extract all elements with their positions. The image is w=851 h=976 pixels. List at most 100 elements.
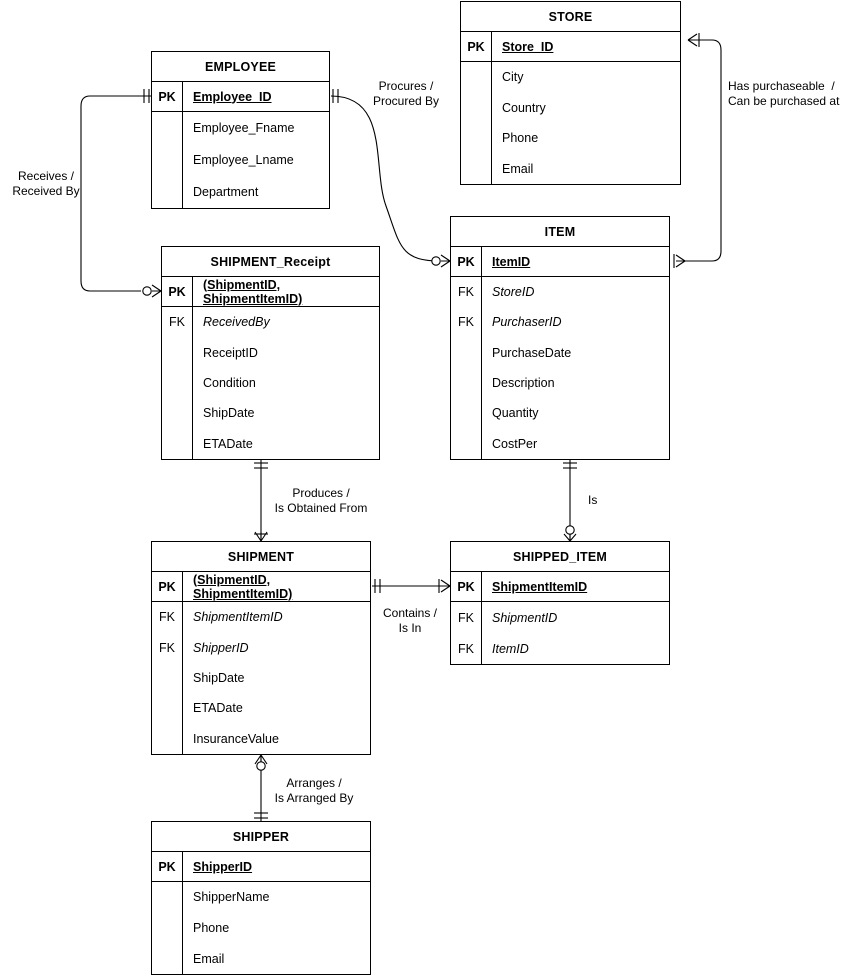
- relationship-label-contains: Contains /Is In: [368, 606, 452, 636]
- entity-title: EMPLOYEE: [152, 52, 329, 82]
- attribute-row: Email: [461, 153, 680, 185]
- fk-marker: FK: [458, 315, 474, 330]
- primary-key-row: PK(ShipmentID, ShipmentItemID): [152, 572, 370, 602]
- relationship-label-line1: Contains /: [382, 606, 438, 620]
- entity-title: ITEM: [451, 217, 669, 247]
- attribute-row: ShipDate: [162, 398, 379, 429]
- attribute-name: PurchaseDate: [481, 337, 669, 368]
- entity-title: STORE: [461, 2, 680, 32]
- attribute-row: Country: [461, 92, 680, 123]
- attribute-name: Employee_Fname: [182, 112, 329, 144]
- relationship-label-line2: Received By: [12, 184, 80, 198]
- attribute-key-blank: [152, 943, 182, 974]
- attribute-name: Email: [491, 153, 680, 184]
- relationship-label-line2: Is Arranged By: [274, 791, 354, 805]
- attribute-row: FK ShipmentItemID: [152, 602, 370, 633]
- entity-title: SHIPPER: [152, 822, 370, 852]
- attribute-name: ShipDate: [182, 662, 370, 694]
- attribute-name: ReceivedBy: [192, 307, 379, 338]
- attribute-name: ETADate: [192, 428, 379, 459]
- attribute-name: Phone: [491, 123, 680, 154]
- pk-attribute-name: (ShipmentID, ShipmentItemID): [182, 572, 370, 601]
- attribute-key-blank: [451, 368, 481, 398]
- fk-marker: FK: [159, 610, 175, 625]
- pk-marker: PK: [457, 254, 475, 269]
- attribute-name: StoreID: [481, 277, 669, 308]
- relationship-label-receives: Receives /Received By: [6, 169, 86, 199]
- entity-title: SHIPMENT_Receipt: [162, 247, 379, 277]
- attribute-name: ETADate: [182, 693, 370, 724]
- attribute-name: ShipperName: [182, 882, 370, 913]
- attribute-row: City: [461, 62, 680, 93]
- fk-marker: FK: [159, 640, 175, 655]
- attribute-name: Condition: [192, 367, 379, 399]
- pk-attribute-name: (ShipmentID, ShipmentItemID): [192, 277, 379, 306]
- attribute-key-blank: [152, 724, 182, 754]
- attribute-row: Quantity: [451, 398, 669, 429]
- attribute-name: ShipperID: [182, 632, 370, 663]
- pk-marker: PK: [158, 859, 176, 874]
- attribute-row: ReceiptID: [162, 337, 379, 368]
- attribute-name: Phone: [182, 912, 370, 944]
- attribute-row: CostPer: [451, 428, 669, 459]
- attribute-row: Phone: [152, 912, 370, 944]
- attribute-key-blank: [451, 429, 481, 459]
- relationship-label-procures: Procures /Procured By: [360, 79, 452, 109]
- attribute-name: PurchaserID: [481, 307, 669, 338]
- attribute-key-blank: [162, 368, 192, 398]
- relationship-label-line2: Can be purchased at: [728, 94, 840, 108]
- attribute-row: Phone: [461, 123, 680, 154]
- fk-marker: FK: [458, 285, 474, 300]
- attribute-key-blank: [152, 882, 182, 913]
- relationship-label-has-purchaseable: Has purchaseable /Can be purchased at: [728, 79, 848, 109]
- attribute-row: Employee_Lname: [152, 144, 329, 176]
- attribute-key-blank: [152, 663, 182, 693]
- fk-marker: FK: [458, 641, 474, 656]
- attribute-row: ShipDate: [152, 662, 370, 694]
- connector-produces: [254, 460, 268, 542]
- attribute-row: ETADate: [162, 428, 379, 459]
- relationship-label-line1: Produces /: [292, 486, 350, 500]
- relationship-label-line1: Has purchaseable /: [728, 79, 835, 93]
- connector-arranges: [254, 754, 268, 821]
- relationship-label-line2: Is Obtained From: [274, 501, 368, 515]
- attribute-name: ItemID: [481, 633, 669, 664]
- pk-marker: PK: [168, 284, 186, 299]
- attribute-name: City: [491, 62, 680, 93]
- attribute-name: Country: [491, 92, 680, 123]
- attribute-row: Employee_Fname: [152, 112, 329, 144]
- connector-procures: [330, 89, 451, 268]
- fk-marker: FK: [458, 610, 474, 625]
- attribute-name: InsuranceValue: [182, 723, 370, 754]
- attribute-key-blank: [461, 154, 491, 185]
- attribute-key-blank: [152, 913, 182, 944]
- attribute-key-blank: [461, 123, 491, 154]
- attribute-name: Employee_Lname: [182, 144, 329, 176]
- connector-contains: [372, 579, 451, 593]
- attribute-name: ShipmentItemID: [182, 602, 370, 633]
- pk-marker: PK: [467, 39, 485, 54]
- relationship-label-line2: Is In: [398, 621, 422, 635]
- attribute-key-blank: [152, 176, 182, 208]
- connector-is: [563, 460, 577, 542]
- relationship-label-line2: Procured By: [372, 94, 440, 108]
- attribute-name: ReceiptID: [192, 337, 379, 368]
